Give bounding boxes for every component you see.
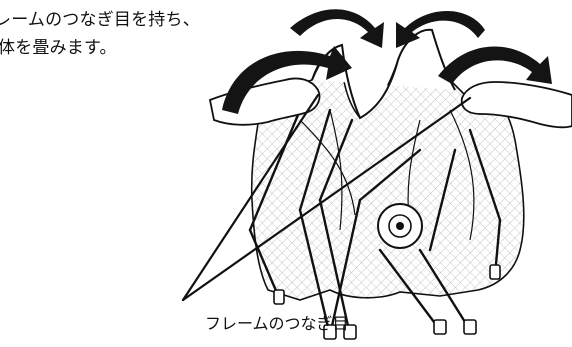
playpen-top-rim xyxy=(311,28,456,120)
frame-legs xyxy=(248,108,502,337)
instruction-text: レームのつなぎ目を持ち、 体を畳みます。 xyxy=(0,6,285,62)
fabric-fold xyxy=(299,109,475,241)
curved-arrow-icon xyxy=(222,9,552,114)
right-hand xyxy=(460,81,572,129)
instruction-line-2: 体を畳みます。 xyxy=(0,38,117,58)
instruction-line-1: レームのつなぎ目を持ち、 xyxy=(0,10,200,30)
callout-lines xyxy=(181,93,472,302)
frame-hub-center xyxy=(396,222,404,230)
frame-joint-label: フレームのつなぎ目 xyxy=(205,314,349,333)
leg-feet xyxy=(273,264,501,340)
